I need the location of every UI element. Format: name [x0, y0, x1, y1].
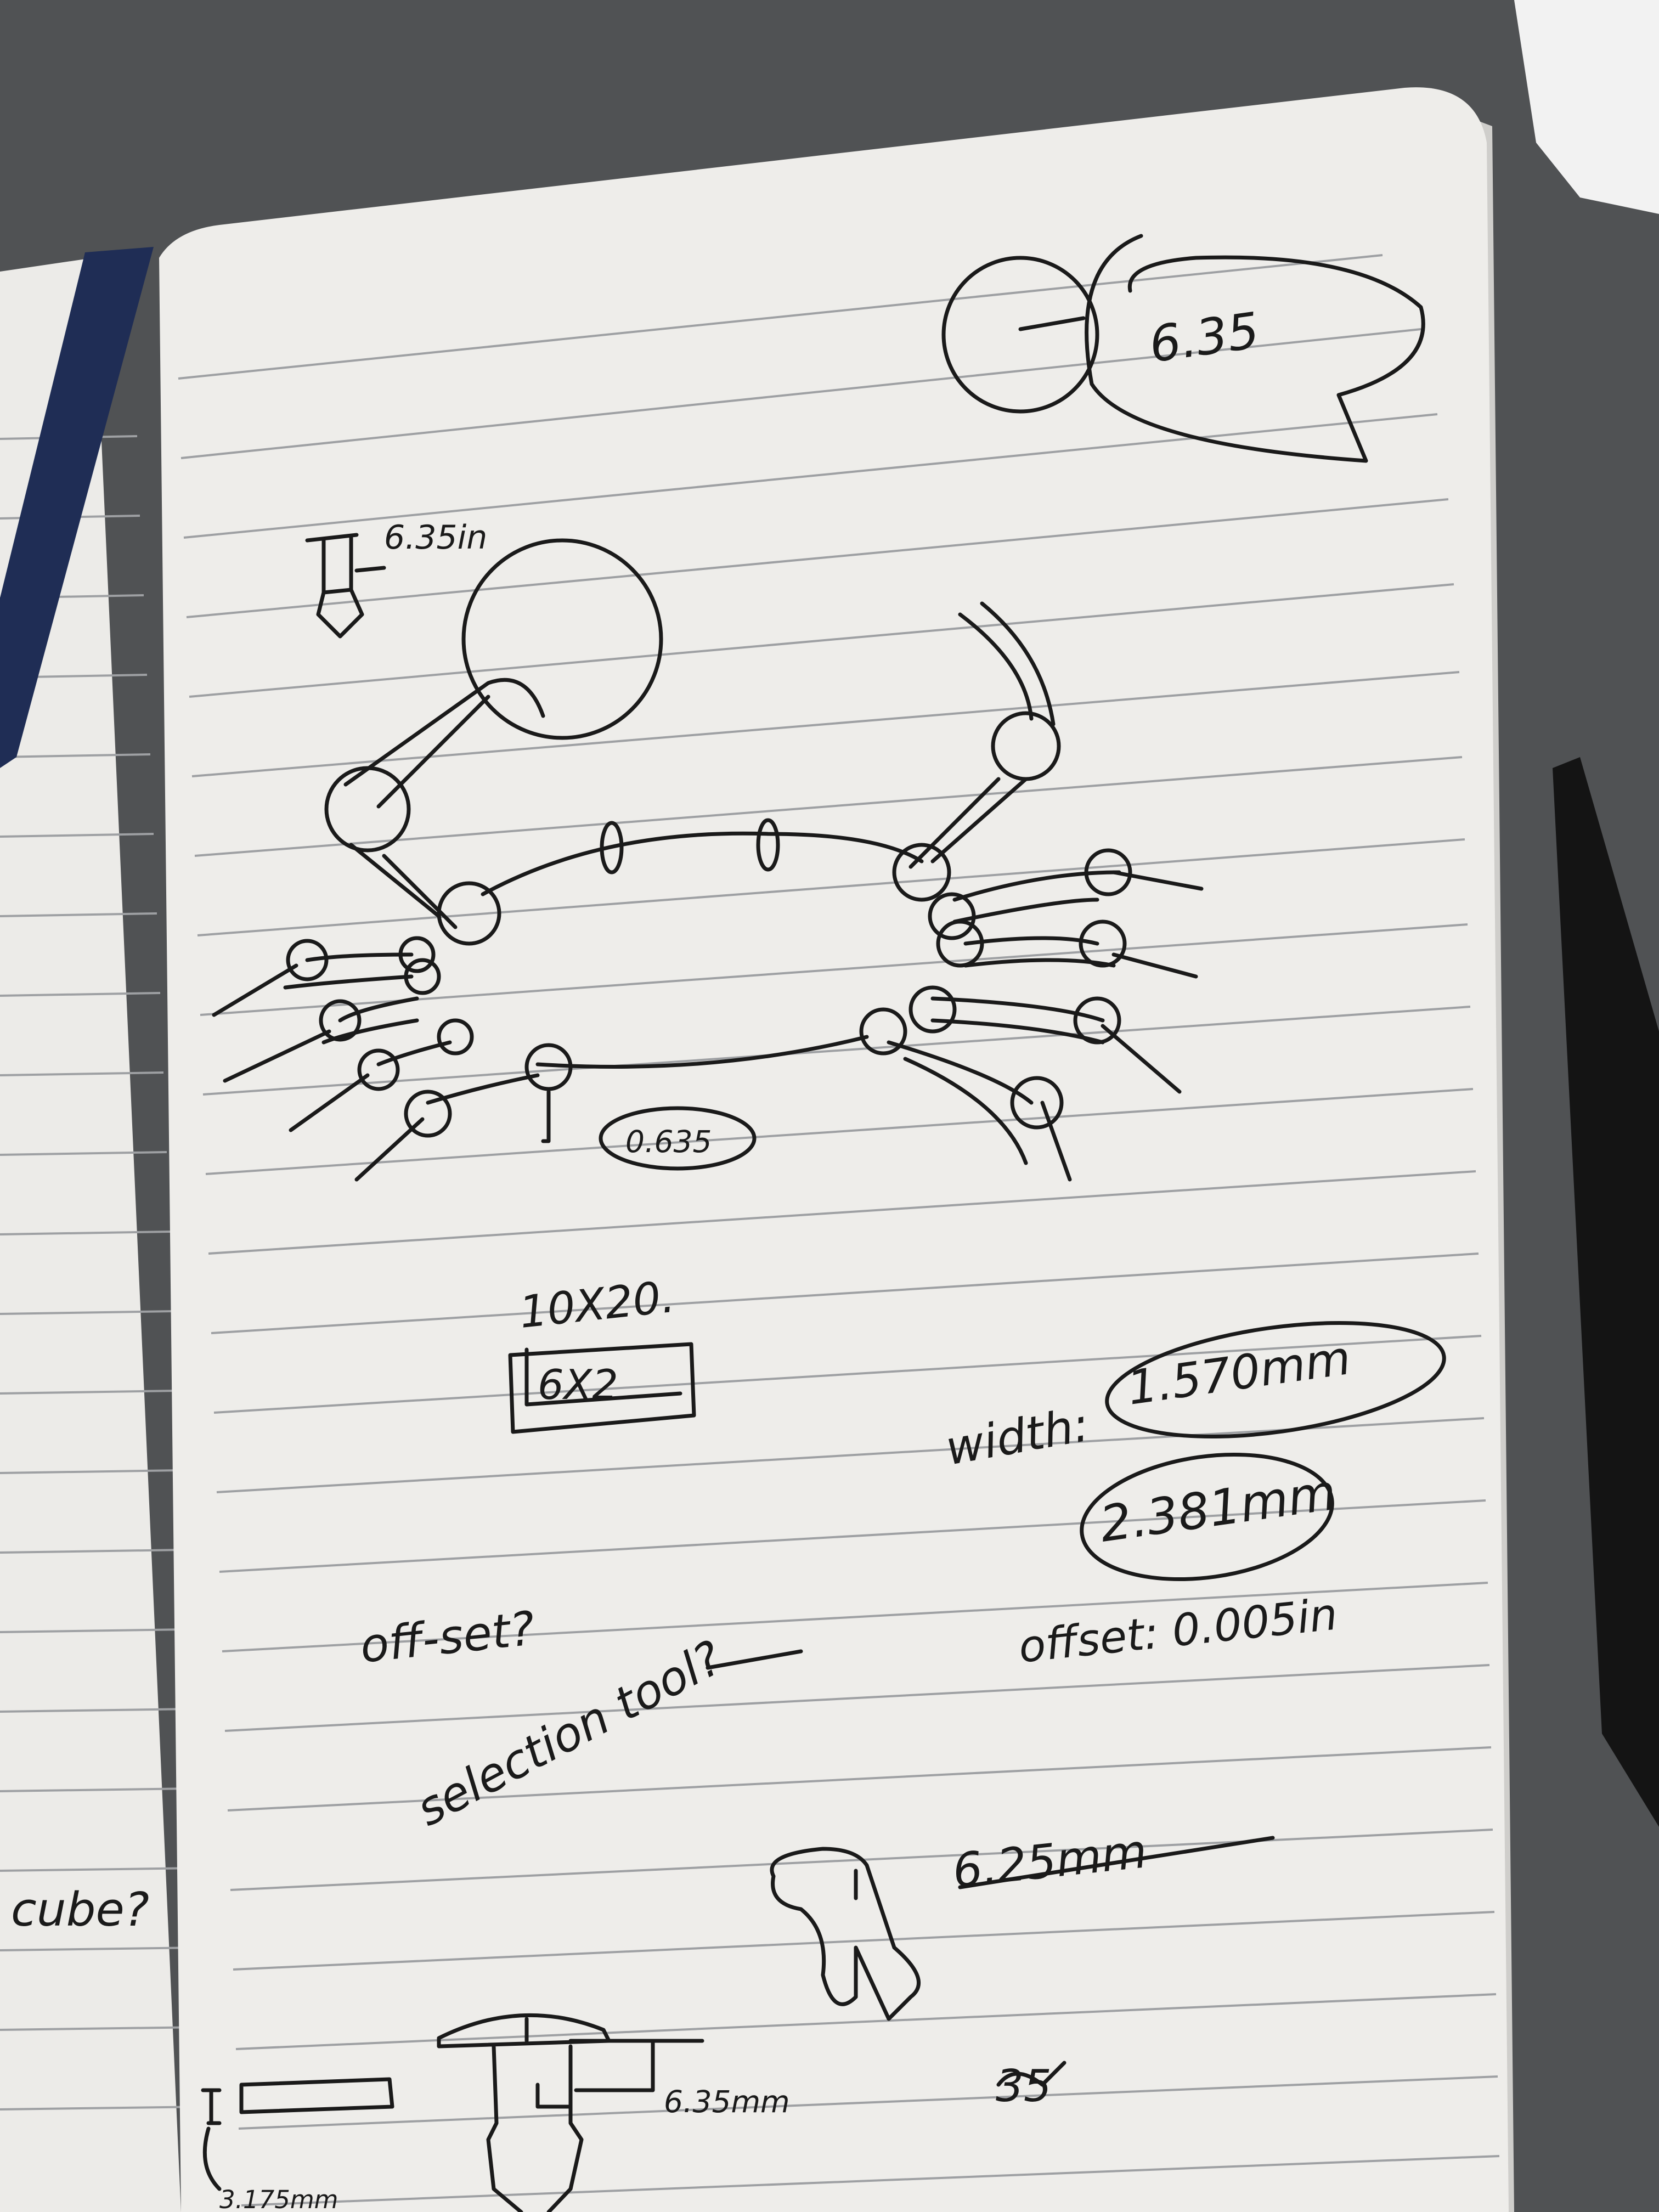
main-notebook-page	[159, 87, 1509, 2212]
crossed-number-scribble	[996, 2061, 1066, 2087]
ball-label-loop	[599, 1106, 757, 1171]
label-loop-sketch	[1085, 234, 1425, 463]
white-object-corner	[1514, 0, 1659, 214]
grid-box-sketch	[508, 1342, 696, 1434]
width-loop-1	[1105, 1321, 1446, 1438]
top-circle-sketch	[941, 256, 1099, 414]
small-bit-sketch	[201, 2077, 394, 2191]
left-page-lines	[0, 435, 207, 2111]
left-notebook-page	[0, 258, 181, 2212]
grid-box-label: 6X2	[538, 1361, 618, 1409]
ruled-lines	[178, 254, 1500, 2207]
ink-sketches	[201, 234, 1446, 2212]
width-loop-2	[1080, 1452, 1334, 1582]
notebook-ribbon	[0, 247, 154, 768]
left-page-word: cube?	[11, 1883, 149, 1937]
crossed-number: 35	[996, 2061, 1052, 2112]
small-bit-label: 3.175mm	[219, 2185, 338, 2212]
ball-label: 0.635	[625, 1124, 712, 1159]
strike-mm	[958, 1836, 1275, 1889]
tool-top-label: 6.35in	[384, 518, 487, 557]
elastic-band	[1553, 757, 1659, 1827]
bit-sketch	[437, 2013, 704, 2212]
tool-icon-sketch	[305, 533, 386, 639]
strike-selection-tool	[706, 1649, 803, 1670]
crab-sketch	[212, 538, 1204, 1182]
bit-label: 6.35mm	[664, 2084, 790, 2119]
tool-shape-sketch	[770, 1847, 921, 2021]
